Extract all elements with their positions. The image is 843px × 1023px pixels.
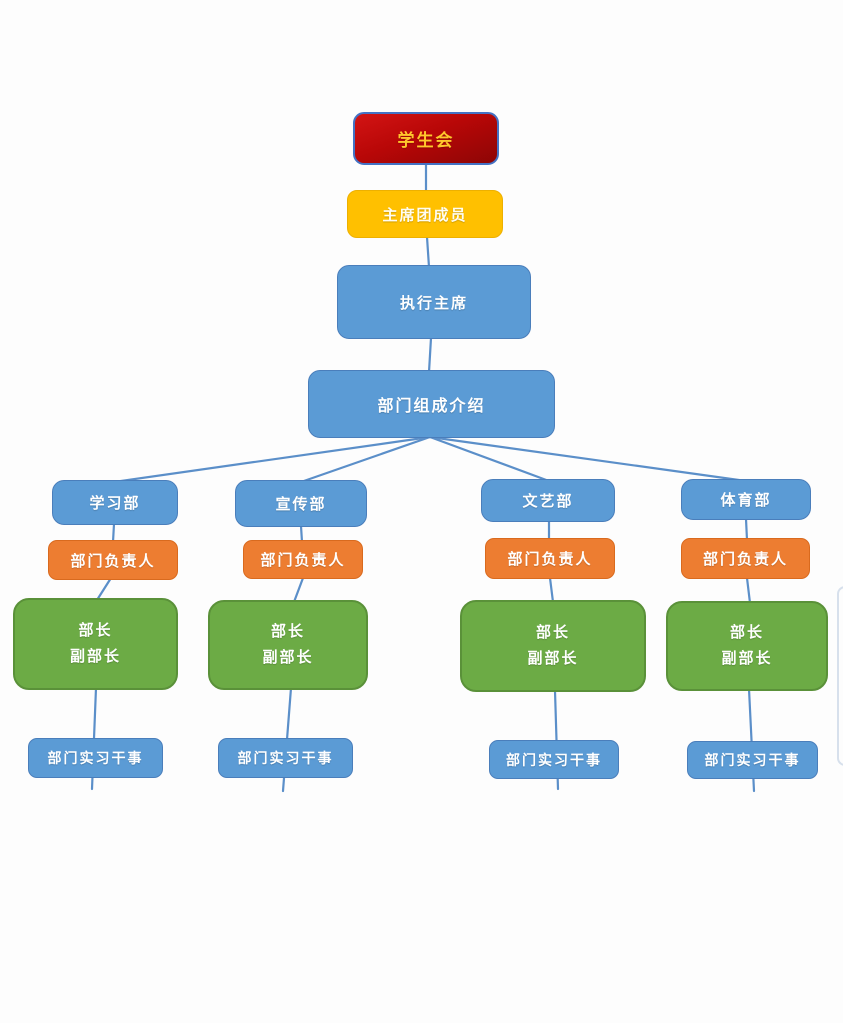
node-dept-publicity-manager: 部门负责人	[243, 540, 363, 579]
node-dept-study: 学习部	[52, 480, 178, 525]
node-dept-arts-manager: 部门负责人	[485, 538, 615, 579]
node-label: 执行主席	[399, 294, 468, 312]
node-label: 部门实习干事	[237, 750, 334, 766]
node-label: 体育部	[720, 492, 772, 509]
node-presidium-members: 主席团成员	[347, 190, 503, 238]
node-label-line2: 副部长	[721, 650, 773, 667]
node-executive-chair: 执行主席	[337, 265, 531, 339]
node-dept-publicity-interns: 部门实习干事	[218, 738, 353, 778]
node-dept-publicity: 宣传部	[235, 480, 367, 527]
node-label: 文艺部	[522, 493, 574, 510]
node-label-line2: 副部长	[527, 650, 579, 667]
node-label: 部门负责人	[70, 552, 156, 570]
node-label: 学生会	[397, 131, 455, 150]
node-label: 学习部	[89, 495, 141, 512]
node-dept-sports-interns: 部门实习干事	[687, 741, 818, 779]
node-label-line1: 部长	[270, 622, 305, 640]
node-label-line1: 部长	[729, 623, 764, 641]
node-label: 部门负责人	[260, 552, 346, 569]
node-label: 宣传部	[275, 496, 327, 513]
node-dept-publicity-leaders: 部长 副部长	[208, 600, 368, 690]
node-label: 部门实习干事	[47, 750, 144, 766]
node-dept-sports-manager: 部门负责人	[681, 538, 810, 579]
node-label: 部门实习干事	[506, 751, 602, 768]
node-dept-study-leaders: 部长 副部长	[13, 598, 178, 690]
node-dept-study-manager: 部门负责人	[48, 540, 178, 580]
node-label-line1: 部长	[78, 621, 113, 639]
node-label-line2: 副部长	[69, 648, 121, 665]
node-dept-study-interns: 部门实习干事	[28, 738, 163, 778]
node-label: 部门负责人	[702, 551, 788, 568]
node-label-line1: 部长	[535, 623, 570, 641]
node-label: 部门实习干事	[704, 752, 801, 768]
node-department-intro: 部门组成介绍	[308, 370, 555, 438]
node-label-line2: 副部长	[262, 649, 314, 666]
node-label: 部门负责人	[507, 551, 593, 568]
node-student-council: 学生会	[353, 112, 499, 165]
node-label: 主席团成员	[382, 206, 468, 224]
node-label: 部门组成介绍	[377, 398, 486, 415]
node-dept-sports-leaders: 部长 副部长	[666, 601, 828, 691]
node-dept-arts-interns: 部门实习干事	[489, 740, 619, 779]
node-dept-arts-leaders: 部长 副部长	[460, 600, 646, 692]
node-dept-sports: 体育部	[681, 479, 811, 520]
node-dept-arts: 文艺部	[481, 479, 615, 522]
